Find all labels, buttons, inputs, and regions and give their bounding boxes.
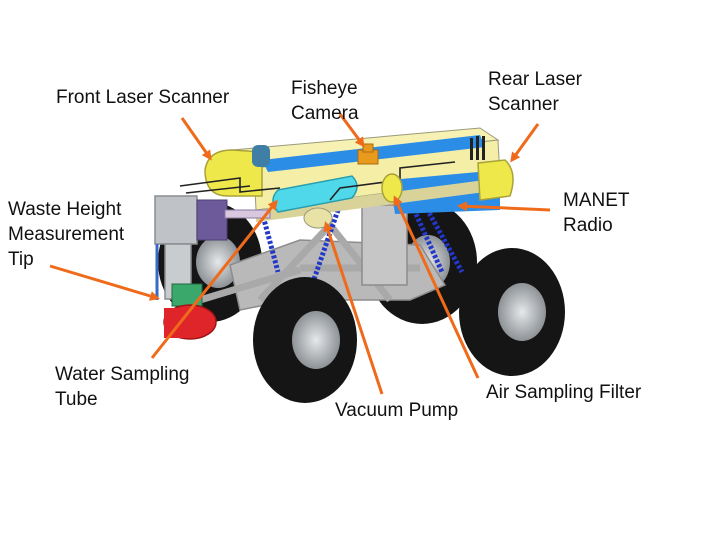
label-front-laser-scanner-text: Front Laser Scanner [56, 87, 230, 108]
arrow-front-laser-scanner [180, 117, 212, 161]
front-left-wheel [253, 277, 357, 403]
label-waste-height-line3: Tip [8, 249, 34, 270]
front-laser-scanner-part [204, 145, 270, 197]
arrow-vacuum-pump [323, 221, 384, 395]
label-air-sampling-filter: Air Sampling Filter [486, 380, 641, 405]
arrow-water-sampling-tube [150, 199, 278, 359]
label-fisheye-camera-line1: Fisheye [291, 78, 358, 99]
label-waste-height-line2: Measurement [8, 224, 125, 245]
label-fisheye-camera-line2: Camera [291, 103, 359, 124]
label-water-sampling-line2: Tube [55, 389, 98, 410]
label-rear-laser-scanner-line1: Rear Laser [488, 69, 582, 90]
label-manet-radio-line2: Radio [563, 215, 613, 236]
label-vacuum-pump: Vacuum Pump [335, 398, 458, 423]
rear-laser-scanner-part [470, 136, 514, 201]
fisheye-camera-part [357, 143, 379, 165]
suspension-springs [259, 198, 465, 286]
arrow-waste-height-tip [49, 264, 160, 301]
label-manet-radio-line1: MANET [563, 190, 630, 211]
label-waste-height-line1: Waste Height [8, 199, 122, 220]
label-rear-laser-scanner-line2: Scanner [488, 94, 559, 115]
label-water-sampling-tube: Water Sampling Tube [55, 362, 189, 412]
arrow-fisheye-camera [338, 113, 365, 148]
robot-illustration [154, 127, 565, 403]
callout-arrows [49, 113, 551, 395]
manet-radio-part [381, 173, 403, 203]
label-manet-radio: MANET Radio [563, 188, 630, 238]
label-air-sampling-filter-text: Air Sampling Filter [486, 382, 642, 403]
cyan-tube [272, 175, 358, 213]
label-water-sampling-line1: Water Sampling [55, 364, 190, 385]
label-front-laser-scanner: Front Laser Scanner [56, 85, 229, 110]
label-waste-height-tip: Waste Height Measurement Tip [8, 197, 124, 272]
arrow-rear-laser-scanner [510, 123, 540, 163]
label-fisheye-camera: Fisheye Camera [291, 76, 359, 126]
label-vacuum-pump-text: Vacuum Pump [335, 400, 459, 421]
label-rear-laser-scanner: Rear Laser Scanner [488, 67, 582, 117]
arrow-manet-radio [457, 201, 551, 212]
arrow-air-sampling-filter [393, 195, 480, 379]
front-right-wheel [459, 248, 565, 376]
